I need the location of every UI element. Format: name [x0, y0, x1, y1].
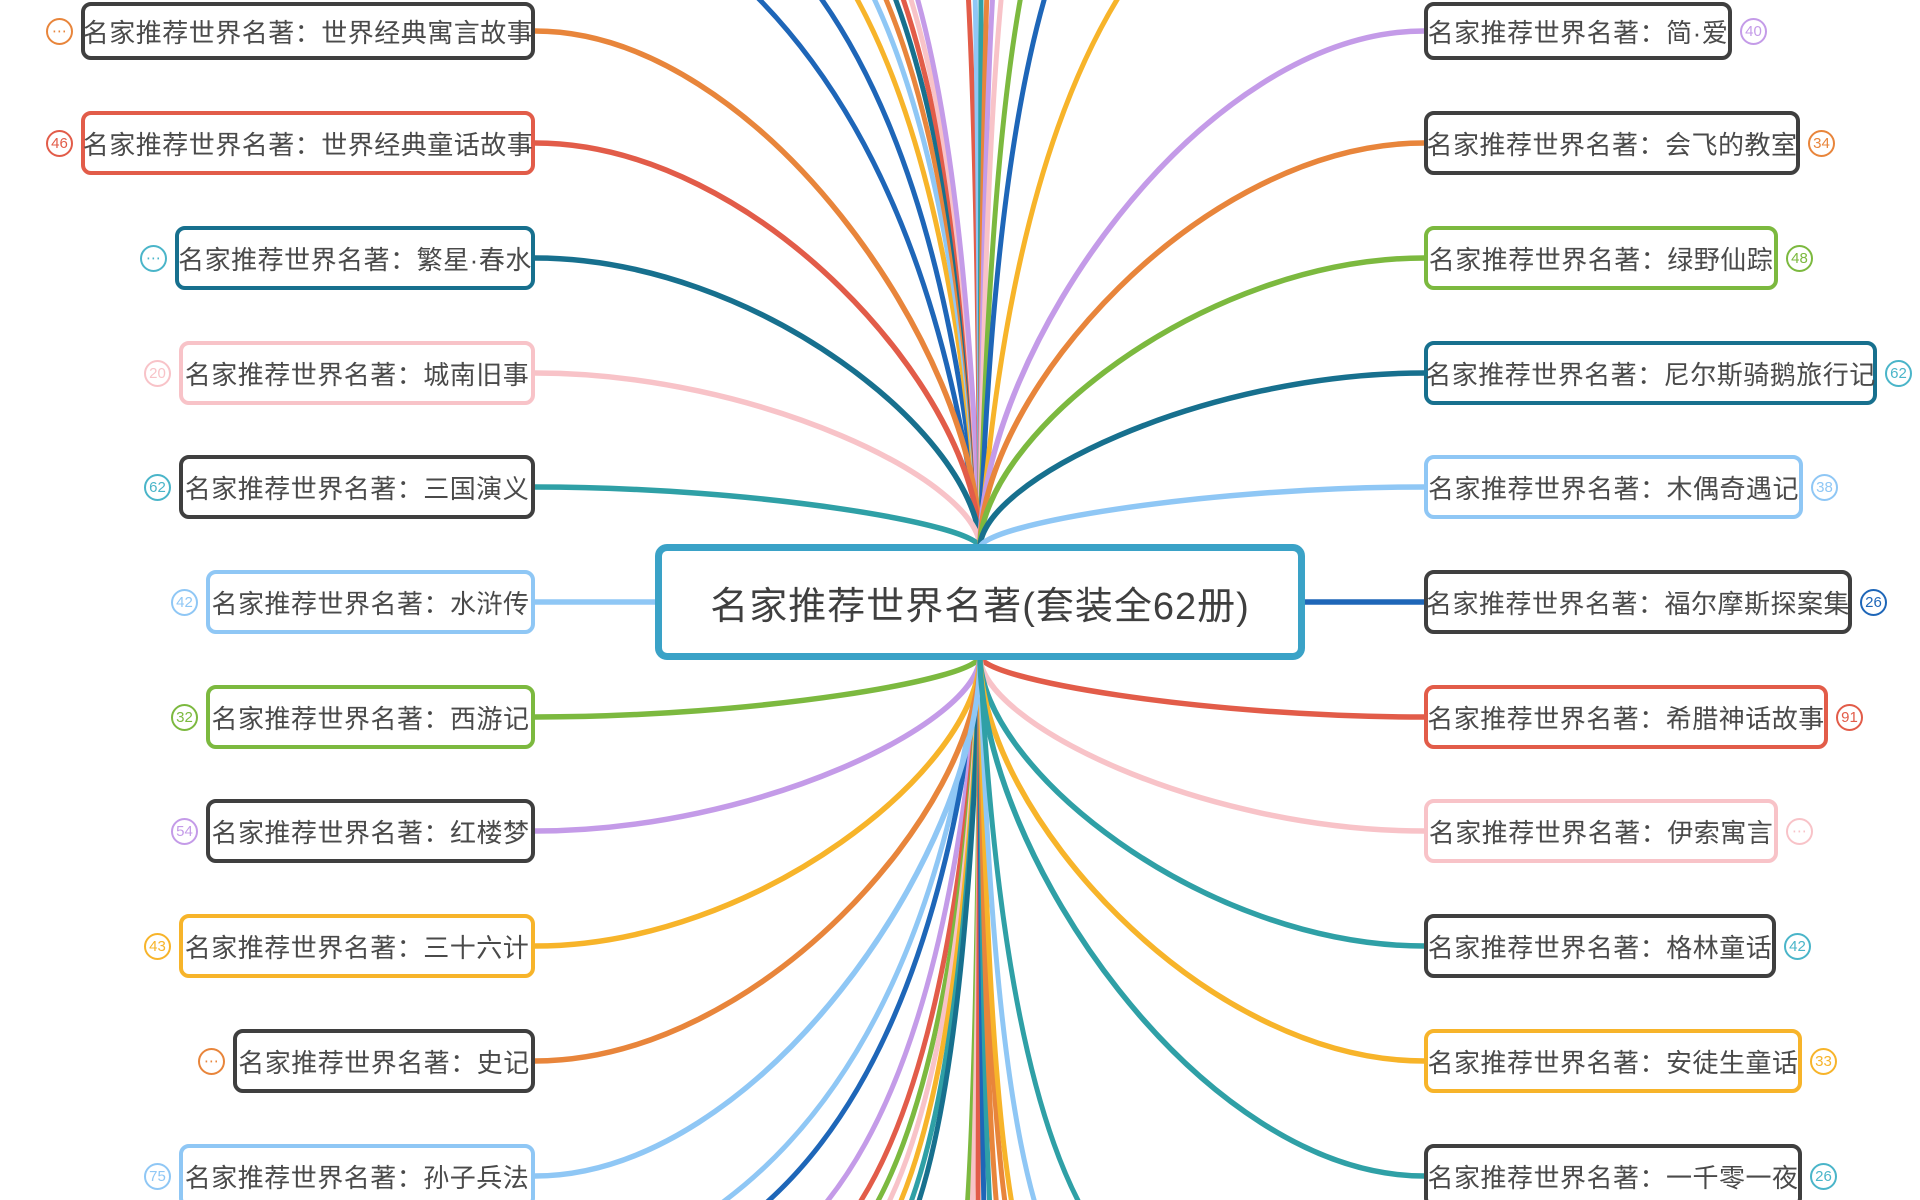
topic-node-left-9[interactable]: 名家推荐世界名著：史记	[233, 1029, 535, 1093]
topic-node-right-8[interactable]: 名家推荐世界名著：格林童话	[1424, 914, 1776, 978]
topic-node-right-4[interactable]: 名家推荐世界名著：木偶奇遇记	[1424, 455, 1803, 519]
topic-node-left-6[interactable]: 名家推荐世界名著：西游记	[206, 685, 535, 749]
topic-count-badge-left-10[interactable]: 75	[144, 1162, 171, 1190]
branch-line	[977, 653, 1427, 1064]
topic-count-badge-left-7[interactable]: 54	[171, 817, 198, 845]
topic-node-left-8[interactable]: 名家推荐世界名著：三十六计	[179, 914, 535, 978]
branch-line	[532, 653, 983, 834]
branch-line	[977, 653, 1427, 720]
topic-node-right-10[interactable]: 名家推荐世界名著：一千零一夜	[1424, 1144, 1802, 1200]
branch-line	[532, 653, 983, 1064]
topic-count-badge-right-8[interactable]: 42	[1784, 932, 1811, 960]
topic-node-left-7[interactable]: 名家推荐世界名著：红楼梦	[206, 799, 535, 863]
topic-count-badge-right-2[interactable]: 48	[1786, 244, 1813, 272]
branch-line	[977, 0, 1047, 551]
branch-line	[532, 255, 983, 551]
topic-node-left-5[interactable]: 名家推荐世界名著：水浒传	[206, 570, 535, 634]
topic-count-badge-right-10[interactable]: 26	[1810, 1162, 1837, 1190]
topic-node-left-0[interactable]: 名家推荐世界名著：世界经典寓言故事	[81, 2, 535, 60]
topic-node-right-5[interactable]: 名家推荐世界名著：福尔摩斯探案集	[1424, 570, 1852, 634]
branch-line	[532, 653, 983, 720]
branch-line	[977, 0, 1120, 551]
branch-line	[977, 484, 1427, 551]
topic-count-badge-left-4[interactable]: 62	[144, 473, 171, 501]
branch-line	[977, 653, 1037, 1200]
topic-count-badge-right-6[interactable]: 91	[1836, 703, 1863, 731]
topic-node-right-7[interactable]: 名家推荐世界名著：伊索寓言	[1424, 799, 1778, 863]
central-topic-node[interactable]: 名家推荐世界名著(套装全62册)	[655, 544, 1305, 660]
topic-count-badge-left-5[interactable]: 42	[171, 588, 198, 616]
branch-line	[977, 255, 1427, 551]
topic-node-right-3[interactable]: 名家推荐世界名著：尼尔斯骑鹅旅行记	[1424, 341, 1877, 405]
topic-node-right-0[interactable]: 名家推荐世界名著：简·爱	[1424, 2, 1732, 60]
branch-line	[977, 653, 1427, 949]
topic-node-left-3[interactable]: 名家推荐世界名著：城南旧事	[179, 341, 535, 405]
branch-line	[916, 653, 983, 1200]
branch-line	[532, 370, 983, 551]
branch-line	[977, 653, 1427, 834]
topic-node-left-10[interactable]: 名家推荐世界名著：孙子兵法	[179, 1144, 535, 1200]
topic-node-left-2[interactable]: 名家推荐世界名著：繁星·春水	[175, 226, 535, 290]
topic-count-badge-right-7[interactable]: ⋯	[1786, 817, 1813, 845]
topic-node-right-1[interactable]: 名家推荐世界名著：会飞的教室	[1424, 111, 1800, 175]
topic-count-badge-right-5[interactable]: 26	[1860, 588, 1887, 616]
topic-node-right-9[interactable]: 名家推荐世界名著：安徒生童话	[1424, 1029, 1802, 1093]
topic-count-badge-left-0[interactable]: ⋯	[46, 17, 73, 45]
topic-node-right-6[interactable]: 名家推荐世界名著：希腊神话故事	[1424, 685, 1828, 749]
branch-line	[977, 140, 1427, 551]
branch-line	[532, 140, 983, 551]
branch-line	[977, 653, 1427, 1179]
topic-count-badge-left-2[interactable]: ⋯	[140, 244, 167, 272]
topic-count-badge-right-3[interactable]: 62	[1885, 359, 1912, 387]
branch-line	[532, 653, 983, 1179]
topic-count-badge-right-9[interactable]: 33	[1810, 1047, 1837, 1075]
branch-line	[977, 653, 1081, 1200]
branch-line	[532, 28, 983, 551]
topic-node-left-4[interactable]: 名家推荐世界名著：三国演义	[179, 455, 535, 519]
branch-line	[977, 28, 1427, 551]
topic-count-badge-left-8[interactable]: 43	[144, 932, 171, 960]
topic-count-badge-right-4[interactable]: 38	[1811, 473, 1838, 501]
branch-line	[532, 484, 983, 551]
topic-count-badge-left-1[interactable]: 46	[46, 129, 73, 157]
branch-line	[819, 0, 983, 551]
topic-count-badge-right-1[interactable]: 34	[1808, 129, 1835, 157]
topic-node-right-2[interactable]: 名家推荐世界名著：绿野仙踪	[1424, 226, 1778, 290]
topic-count-badge-left-6[interactable]: 32	[171, 703, 198, 731]
topic-count-badge-left-9[interactable]: ⋯	[198, 1047, 225, 1075]
branch-line	[532, 653, 983, 949]
topic-node-left-1[interactable]: 名家推荐世界名著：世界经典童话故事	[81, 111, 535, 175]
branch-line	[915, 0, 983, 551]
topic-count-badge-left-3[interactable]: 20	[144, 359, 171, 387]
branch-line	[977, 370, 1427, 551]
topic-count-badge-right-0[interactable]: 40	[1740, 17, 1767, 45]
